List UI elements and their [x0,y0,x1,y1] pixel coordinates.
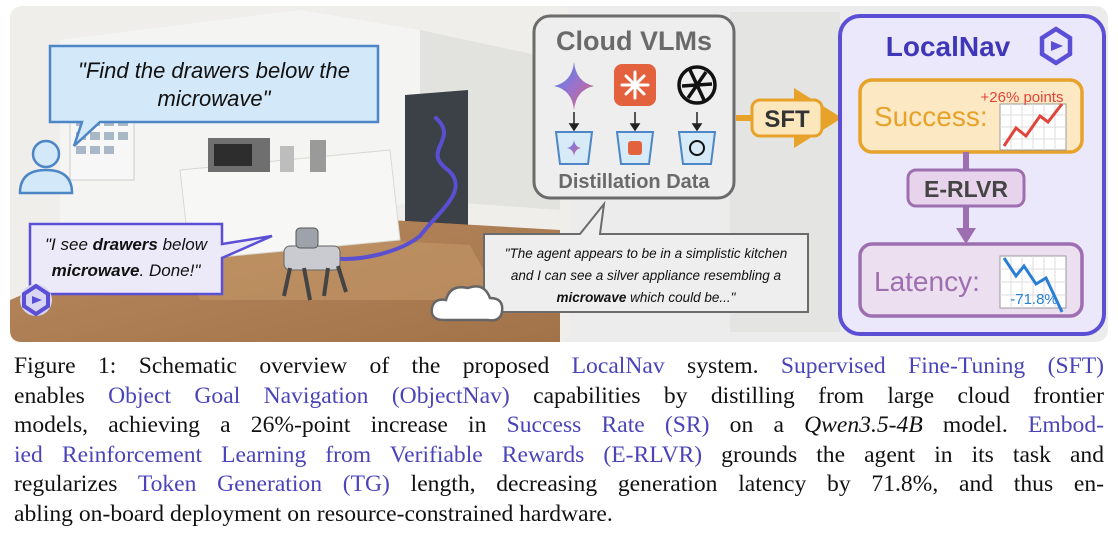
user-speech-bubble: "Find the drawers below the microwave" [48,44,380,147]
robot-speech-bubble: "I see drawers below microwave. Done!" [28,222,273,296]
caption-line-2: enables Object Goal Navigation (ObjectNa… [14,382,1104,409]
cloud-vlms-title: Cloud VLMs [556,26,712,56]
robot-quote-1c: below [158,235,209,254]
localnav-logo-icon [20,283,52,317]
caption-line-6: abling on-board deployment on resource-c… [14,500,613,527]
gemini-icon [554,62,594,110]
robot-quote-2b: . Done!" [140,261,202,280]
claude-icon [614,64,656,106]
user-quote-line1: "Find the drawers below the [78,58,350,83]
caption-line-1: Figure 1: Schematic overview of the prop… [14,353,1104,379]
svg-text:microwave which could be...": microwave which could be..." [557,290,737,305]
thought-bubble: "The agent appears to be in a simplistic… [483,200,809,313]
robot-quote-1b: drawers [93,235,158,254]
cloud-icon [430,285,504,322]
caption-line-4: ied Reinforcement Learning from Verifiab… [14,441,1105,468]
sft-badge: SFT [750,98,824,138]
localnav-panel: LocalNav Success: +26% points E-RLVR Lat… [838,14,1106,336]
localnav-title-logo-icon [1039,26,1073,66]
latency-label: Latency: [874,266,980,297]
svg-text:"I see drawers below: "I see drawers below [45,235,209,254]
latency-trend-chart [999,255,1067,313]
latency-delta: -71.8% [1010,291,1058,308]
robot-quote-2a: microwave [52,261,140,280]
bucket-icon [554,131,717,165]
svg-text:microwave. Done!": microwave. Done!" [52,261,202,280]
figure-caption: Figure 1: Schematic overview of the prop… [14,352,1104,530]
thought-line1: "The agent appears to be in a simplistic… [505,246,787,261]
distillation-data-label: Distillation Data [558,171,710,193]
robot-trajectory [328,116,458,261]
thought-line2: and I can see a silver appliance resembl… [511,268,782,283]
success-label: Success: [874,101,988,132]
openai-icon [677,65,717,105]
user-quote-line2: microwave" [158,86,272,111]
success-delta: +26% points [981,89,1064,106]
cloud-vlms-panel: Cloud VLMs [532,14,736,200]
sft-label: SFT [764,106,810,133]
caption-line-5: regularizes Token Generation (TG) length… [14,471,1104,498]
figure-illustration: "Find the drawers below the microwave" "… [10,6,1108,342]
erlvr-badge: E-RLVR [906,168,1026,208]
user-icon [18,139,74,195]
caption-line-3: models, achieving a 26%-point increase i… [14,412,1105,439]
localnav-title: LocalNav [886,31,1011,62]
doorway [405,90,468,250]
thought-3b: which could be..." [626,290,736,305]
thought-3a: microwave [557,290,627,305]
robot-quote-1a: "I see [45,235,93,254]
erlvr-label: E-RLVR [924,176,1008,202]
robot-dog [282,227,348,301]
success-trend-chart [999,103,1067,151]
